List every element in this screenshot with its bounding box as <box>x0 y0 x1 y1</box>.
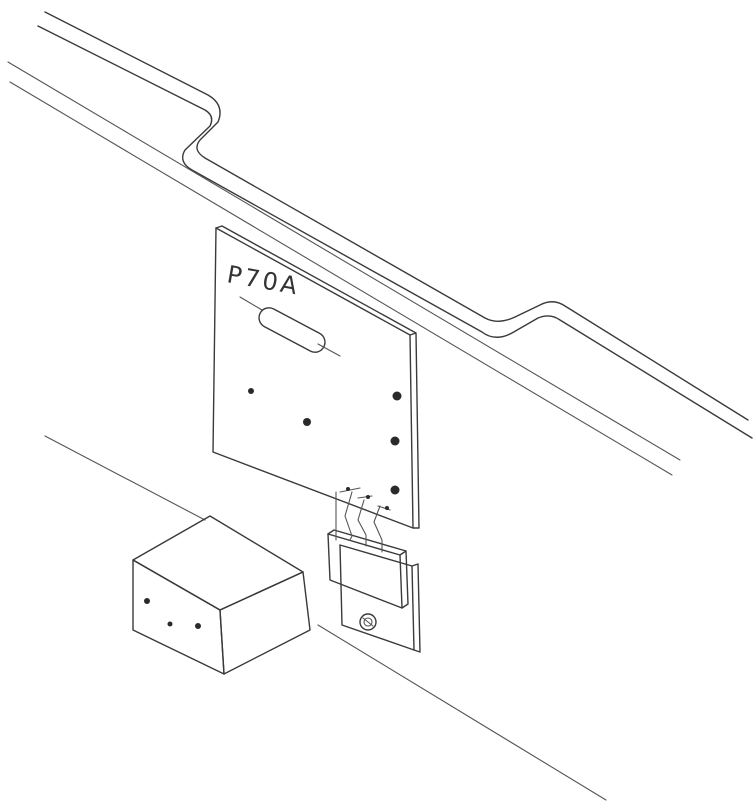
mount-dot <box>390 436 400 446</box>
resistor-lead-right <box>317 343 341 357</box>
box-indicator-dot <box>195 623 201 629</box>
terminal-block-front <box>327 533 403 609</box>
wall-line-upper <box>7 61 681 461</box>
mount-dot <box>248 388 254 394</box>
cable-channel <box>7 11 753 476</box>
pin-dot <box>346 487 350 491</box>
screw-inner-icon <box>363 617 373 627</box>
box-front-left <box>132 559 225 675</box>
wire-lead <box>373 505 383 553</box>
board-label: P70A <box>225 260 302 300</box>
box-indicator-dot <box>144 598 150 604</box>
mount-dot <box>390 485 400 495</box>
mount-dot <box>303 418 311 426</box>
resistor-body <box>258 307 326 353</box>
pin-dot <box>366 495 370 499</box>
wire-lead <box>335 491 353 541</box>
channel-outer-edge <box>44 11 749 421</box>
wire-lead <box>357 499 367 547</box>
box-top <box>132 515 304 611</box>
bracket-plate <box>339 544 415 651</box>
terminal-block-top <box>327 529 409 609</box>
board-edge-thickness <box>215 225 420 529</box>
floor-line-left <box>44 435 206 521</box>
screw-slot-icon <box>362 617 374 627</box>
box-front-right <box>219 571 311 675</box>
floor-lines <box>44 435 607 801</box>
screw-icon <box>359 613 377 631</box>
wall-line-lower <box>9 81 673 476</box>
mount-dot <box>392 391 402 401</box>
pin-dot <box>385 506 389 510</box>
terminal-assembly <box>327 487 421 653</box>
enclosure-box <box>132 515 311 675</box>
box-indicator-dot <box>167 621 173 627</box>
bracket-edge <box>411 563 421 653</box>
floor-line-right <box>317 624 607 801</box>
resistor-lead-left <box>239 296 263 311</box>
channel-inner-edge <box>37 25 753 439</box>
circuit-board: P70A <box>212 225 420 529</box>
